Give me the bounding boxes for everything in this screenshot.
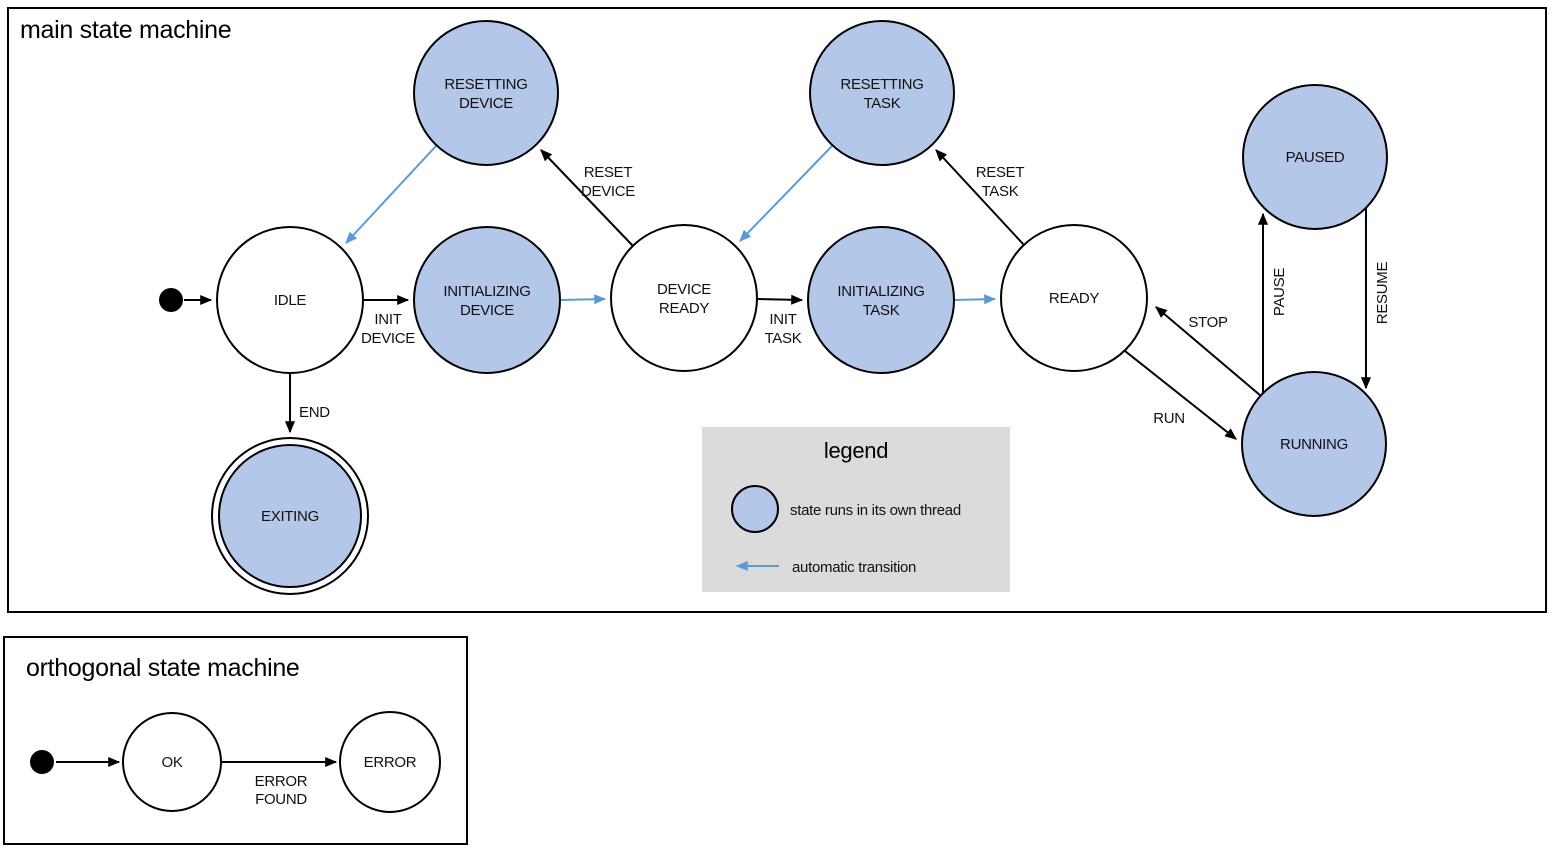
state-ok: OK <box>122 712 222 812</box>
state-paused-circle <box>1242 84 1388 230</box>
label-pause: PAUSE <box>1271 268 1288 317</box>
label-resume: RESUME <box>1374 262 1391 325</box>
main-state-machine-title: main state machine <box>20 16 231 44</box>
state-initializing-task: INITIALIZING TASK <box>807 226 955 374</box>
edge-auto-resetting-device-to-idle <box>345 145 437 244</box>
state-resetting-task-label-line1: RESETTING <box>840 76 923 93</box>
main-state-machine: main state machine INIT DEVICE RESET DEV… <box>7 7 1547 613</box>
initial-state-dot <box>159 288 183 312</box>
state-ready-circle <box>1000 224 1148 372</box>
edge-device-ready-to-resetting-device <box>540 149 634 247</box>
state-ok-label: OK <box>161 754 182 771</box>
state-device-ready-label-line1: DEVICE <box>657 281 711 298</box>
state-initializing-device-label-line1: INITIALIZING <box>443 283 530 300</box>
label-init-device-line2: DEVICE <box>361 330 415 347</box>
state-device-ready-label-line2: READY <box>659 300 709 317</box>
legend-title: legend <box>824 438 888 463</box>
state-error-label: ERROR <box>364 754 417 771</box>
state-device-ready-circle <box>610 224 758 372</box>
state-resetting-task-circle <box>809 20 955 166</box>
state-initializing-device-label-line2: DEVICE <box>460 302 514 319</box>
state-initializing-task-circle <box>807 226 955 374</box>
state-exiting-circle <box>218 444 362 588</box>
state-running-label: RUNNING <box>1280 436 1348 453</box>
state-idle: IDLE <box>216 226 364 374</box>
state-error: ERROR <box>339 711 441 813</box>
label-init-device-line1: INIT <box>374 311 401 328</box>
state-resetting-device-label-line2: DEVICE <box>459 95 513 112</box>
label-reset-device-line1: RESET <box>584 164 633 181</box>
label-reset-task-line2: TASK <box>982 183 1019 200</box>
label-end: END <box>299 404 330 421</box>
legend-thread-label: state runs in its own thread <box>790 502 961 519</box>
label-reset-device-line2: DEVICE <box>581 183 635 200</box>
state-resetting-task: RESETTING TASK <box>809 20 955 166</box>
state-ready: READY <box>1000 224 1148 372</box>
state-paused-label: PAUSED <box>1286 149 1345 166</box>
edge-ready-to-running <box>1124 350 1237 440</box>
state-ready-label: READY <box>1049 290 1099 307</box>
label-reset-task-line1: RESET <box>976 164 1025 181</box>
state-resetting-task-label-line2: TASK <box>864 95 901 112</box>
label-run: RUN <box>1153 410 1185 427</box>
edge-running-to-ready <box>1155 306 1262 397</box>
state-resetting-device-label-line1: RESETTING <box>444 76 527 93</box>
state-initializing-device-circle <box>413 226 561 374</box>
state-running: RUNNING <box>1241 371 1387 517</box>
state-initializing-task-label-line2: TASK <box>863 302 900 319</box>
orthogonal-state-machine: orthogonal state machine OK ERROR FOUND … <box>3 636 468 845</box>
state-error-circle <box>339 711 441 813</box>
legend-auto-label: automatic transition <box>792 559 916 576</box>
edge-ready-to-resetting-task <box>935 149 1025 246</box>
label-error-found-line1: ERROR <box>255 773 308 790</box>
state-resetting-device-circle <box>413 20 559 166</box>
state-idle-circle <box>216 226 364 374</box>
state-resetting-device: RESETTING DEVICE <box>413 20 559 166</box>
edge-device-ready-to-initializing-task <box>756 294 804 305</box>
edge-auto-initializing-task-to-ready <box>953 294 997 305</box>
state-idle-label: IDLE <box>274 292 306 309</box>
state-device-ready: DEVICE READY <box>610 224 758 372</box>
legend: legend state runs in its own thread auto… <box>702 427 1010 592</box>
label-error-found-line2: FOUND <box>255 791 307 808</box>
state-exiting: EXITING <box>211 437 369 595</box>
edge-auto-initializing-device-to-device-ready <box>559 294 607 305</box>
state-initializing-device: INITIALIZING DEVICE <box>413 226 561 374</box>
label-init-task-line2: TASK <box>765 330 802 347</box>
state-exiting-label: EXITING <box>261 508 319 525</box>
edge-labels: INIT DEVICE RESET DEVICE INIT TASK RESET… <box>299 164 1391 427</box>
state-running-circle <box>1241 371 1387 517</box>
orthogonal-initial-state-dot <box>30 750 54 774</box>
edge-auto-resetting-task-to-device-ready <box>739 145 833 242</box>
label-stop: STOP <box>1188 314 1228 331</box>
state-initializing-task-label-line1: INITIALIZING <box>837 283 924 300</box>
label-init-task-line1: INIT <box>769 311 796 328</box>
state-paused: PAUSED <box>1242 84 1388 230</box>
orthogonal-state-machine-title: orthogonal state machine <box>26 654 300 682</box>
legend-thread-state-icon <box>731 485 779 533</box>
